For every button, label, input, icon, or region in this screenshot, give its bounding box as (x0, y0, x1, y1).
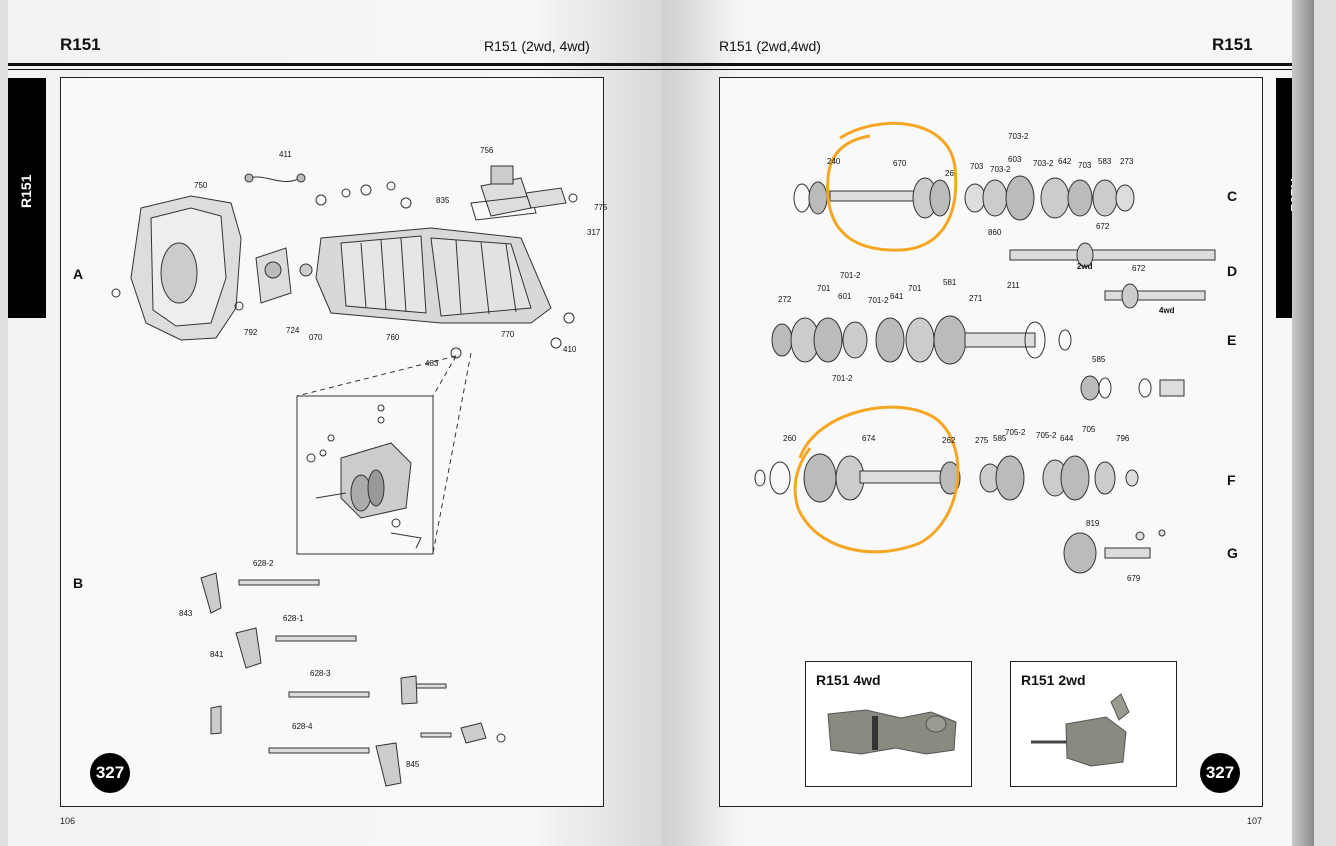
callout-674: 674 (862, 434, 876, 443)
right-header-title: R151 (2wd,4wd) (719, 38, 821, 54)
page-edge (1292, 0, 1314, 846)
callout-672-a: 672 (1096, 222, 1110, 231)
callout-672-b: 672 (1132, 264, 1146, 273)
callout-703-2-top: 703-2 (1008, 132, 1029, 141)
callout-070: 070 (309, 333, 323, 342)
callout-641: 641 (890, 292, 904, 301)
left-page-number: 106 (60, 816, 76, 826)
transmission-4wd-photo (827, 709, 957, 755)
callout-819: 819 (1086, 519, 1100, 528)
right-page: R151 (2wd,4wd) R151 R151 C D E F G (662, 0, 1314, 846)
callout-845: 845 (406, 760, 420, 769)
callout-26x: 26 (945, 169, 954, 178)
callout-628-2: 628-2 (253, 559, 274, 568)
callout-705-2-b: 705-2 (1036, 431, 1057, 440)
right-diagram-frame: C D E F G (719, 77, 1263, 807)
callout-628-4: 628-4 (292, 722, 313, 731)
right-page-number: 107 (1247, 816, 1263, 826)
callout-642: 642 (1058, 157, 1072, 166)
callout-628-1: 628-1 (283, 614, 304, 623)
callout-240: 240 (827, 157, 841, 166)
callout-273: 273 (1120, 157, 1134, 166)
row-label-f: F (1227, 472, 1236, 488)
left-diagram-frame: A B (60, 77, 608, 807)
row-label-e: E (1227, 332, 1237, 348)
photo-box-2wd: R151 2wd (1010, 661, 1177, 787)
callout-703-b: 703 (1078, 161, 1092, 170)
callout-628-3: 628-3 (310, 669, 331, 678)
left-page-badge: 327 (90, 753, 130, 793)
callout-272: 272 (778, 295, 792, 304)
left-header-rule (8, 63, 662, 66)
right-header-rule (662, 63, 1314, 66)
row-label-g: G (1227, 545, 1238, 561)
callout-841: 841 (210, 650, 224, 659)
gear-shafts-diagram (754, 121, 1216, 574)
callout-860: 860 (988, 228, 1002, 237)
transmission-2wd-photo (1031, 693, 1130, 767)
callout-701-b: 701 (908, 284, 922, 293)
callout-701-a: 701 (817, 284, 831, 293)
callout-583: 583 (1098, 157, 1112, 166)
photo-title-2wd: R151 2wd (1021, 672, 1086, 688)
transmission-exploded-diagram (111, 165, 578, 787)
row-label-d: D (1227, 263, 1238, 279)
callout-585-a: 585 (1092, 355, 1106, 364)
left-page: R151 R151 (2wd, 4wd) R151 A B (8, 0, 663, 846)
callout-411: 411 (279, 150, 292, 159)
highlight-circles (793, 121, 960, 554)
callout-775: 775 (594, 203, 608, 212)
left-header-rule-thin (8, 69, 662, 70)
callout-796: 796 (1116, 434, 1130, 443)
callout-581: 581 (943, 278, 957, 287)
callout-603: 603 (1008, 155, 1022, 164)
callout-4wd: 4wd (1159, 306, 1175, 315)
callout-275: 275 (975, 436, 989, 445)
right-header-model: R151 (1212, 35, 1253, 54)
callout-262: 262 (942, 436, 956, 445)
callout-843: 843 (179, 609, 193, 618)
row-label-b: B (73, 575, 84, 591)
callout-703-2-c: 703-2 (1033, 159, 1054, 168)
callout-750: 750 (194, 181, 208, 190)
callout-670: 670 (893, 159, 907, 168)
callout-483: 483 (425, 359, 439, 368)
callout-701-2-b: 701-2 (868, 296, 889, 305)
callout-724: 724 (286, 326, 300, 335)
left-side-tab-label: R151 (18, 174, 34, 208)
callout-585-b: 585 (993, 434, 1007, 443)
callout-760: 760 (386, 333, 400, 342)
callout-705-2-a: 705-2 (1005, 428, 1026, 437)
callout-679: 679 (1127, 574, 1141, 583)
left-header-model: R151 (60, 35, 101, 54)
callout-701-2-c: 701-2 (832, 374, 853, 383)
callout-703-a: 703 (970, 162, 984, 171)
right-header-rule-thin (662, 69, 1314, 70)
photo-box-4wd: R151 4wd (805, 661, 972, 787)
callout-260: 260 (783, 434, 797, 443)
right-page-badge: 327 (1200, 753, 1240, 793)
left-header-title: R151 (2wd, 4wd) (484, 38, 590, 54)
callout-644: 644 (1060, 434, 1074, 443)
callout-410: 410 (563, 345, 577, 354)
photo-title-4wd: R151 4wd (816, 672, 881, 688)
callout-835: 835 (436, 196, 450, 205)
callout-756: 756 (480, 146, 494, 155)
left-side-tab: R151 (8, 78, 46, 318)
callout-601: 601 (838, 292, 852, 301)
callout-211: 211 (1007, 281, 1020, 290)
row-label-a: A (73, 266, 84, 282)
row-label-c: C (1227, 188, 1238, 204)
callout-271: 271 (969, 294, 983, 303)
callout-703-2-b: 703-2 (990, 165, 1011, 174)
callout-792: 792 (244, 328, 258, 337)
callout-705: 705 (1082, 425, 1096, 434)
callout-770: 770 (501, 330, 515, 339)
callout-701-2-a: 701-2 (840, 271, 861, 280)
callout-317: 317 (587, 228, 601, 237)
callout-2wd: 2wd (1077, 262, 1093, 271)
